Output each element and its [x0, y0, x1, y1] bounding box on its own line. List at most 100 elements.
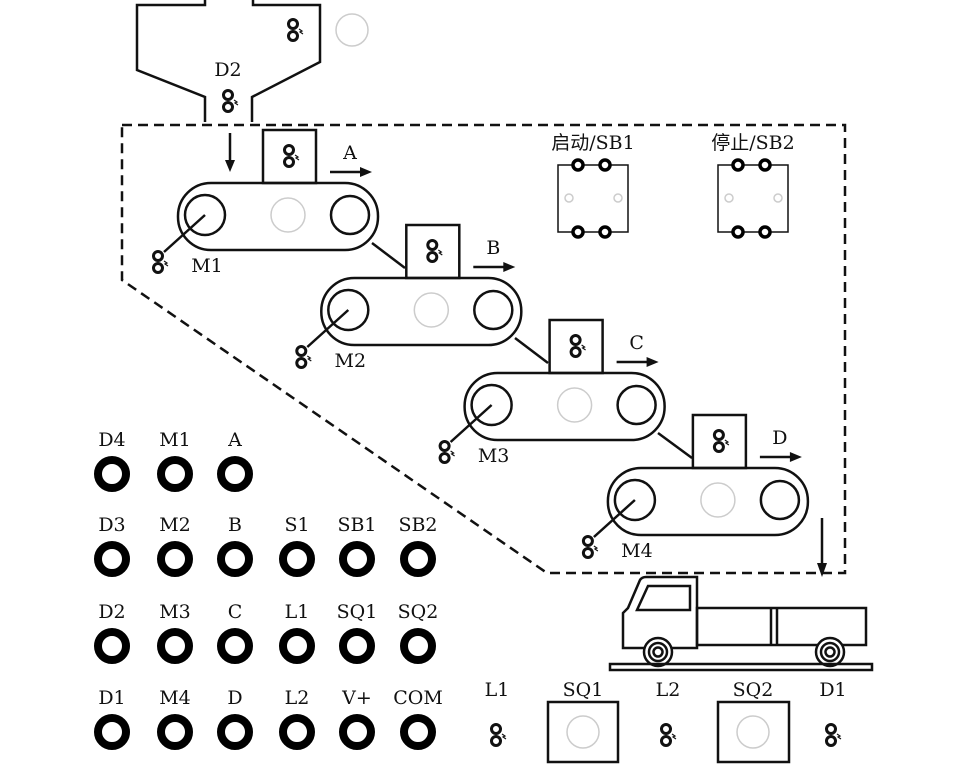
wheel — [642, 636, 674, 668]
terminal-label: L1 — [285, 601, 310, 623]
l1-label: L1 — [485, 679, 510, 701]
terminal-jack[interactable] — [339, 628, 375, 664]
sq2-label: SQ2 — [733, 679, 774, 701]
terminal-jack[interactable] — [157, 628, 193, 664]
truck — [608, 575, 874, 672]
switch-terminal[interactable] — [758, 158, 772, 172]
switch-terminal[interactable] — [758, 225, 772, 239]
conveyor-lamp-box — [405, 223, 461, 280]
terminal-d3[interactable]: D3 — [94, 514, 130, 577]
terminal-m1[interactable]: M1 — [157, 429, 193, 492]
terminal-vplus[interactable]: V+ — [339, 687, 375, 750]
switch-sb1[interactable]: 启动/SB1 — [551, 132, 635, 239]
terminal-d2[interactable]: D2 — [94, 601, 130, 664]
terminal-a[interactable]: A — [217, 429, 253, 492]
terminal-l1[interactable]: L1 — [279, 601, 315, 664]
switch-terminal[interactable] — [598, 158, 612, 172]
sq1-sensor — [546, 700, 620, 764]
platform — [608, 662, 874, 672]
terminal-jack[interactable] — [339, 541, 375, 577]
terminal-jack[interactable] — [94, 456, 130, 492]
direction-label: A — [342, 142, 357, 164]
switch-label: 停止/SB2 — [711, 132, 794, 154]
terminal-jack[interactable] — [94, 714, 130, 750]
terminal-jack[interactable] — [217, 714, 253, 750]
terminal-label: M2 — [159, 514, 191, 536]
terminal-label: D3 — [98, 514, 125, 536]
terminal-d[interactable]: D — [217, 687, 253, 750]
switch-terminal[interactable] — [731, 225, 745, 239]
terminal-m2[interactable]: M2 — [157, 514, 193, 577]
motor-label: M4 — [621, 540, 653, 562]
terminal-jack[interactable] — [217, 456, 253, 492]
motor-lamp-icon — [152, 250, 170, 274]
terminal-sq2[interactable]: SQ2 — [398, 601, 439, 664]
terminal-label: M1 — [159, 429, 191, 451]
bottom-devices: L1 SQ1 L2 SQ2 D1 — [485, 679, 847, 764]
terminal-label: D4 — [98, 429, 125, 451]
terminal-jack[interactable] — [157, 456, 193, 492]
direction-label: B — [486, 237, 500, 259]
l2-label: L2 — [656, 679, 681, 701]
switch-terminal[interactable] — [731, 158, 745, 172]
motor-label: M2 — [335, 350, 367, 372]
terminal-jack[interactable] — [400, 541, 436, 577]
terminal-com[interactable]: COM — [393, 687, 443, 750]
terminal-m4[interactable]: M4 — [157, 687, 193, 750]
terminal-jack[interactable] — [157, 541, 193, 577]
conveyor-2: B M2 — [295, 223, 523, 372]
terminal-sq1[interactable]: SQ1 — [337, 601, 378, 664]
terminal-c[interactable]: C — [217, 601, 253, 664]
terminal-jack[interactable] — [157, 714, 193, 750]
output-arrow-icon — [817, 518, 827, 577]
terminal-s1[interactable]: S1 — [279, 514, 315, 577]
terminal-jack[interactable] — [94, 541, 130, 577]
switch-terminal[interactable] — [571, 225, 585, 239]
wheel — [814, 636, 846, 668]
lamp-icon — [287, 18, 305, 42]
drive-roller — [327, 288, 370, 332]
direction-label: D — [772, 427, 787, 449]
terminal-m3[interactable]: M3 — [157, 601, 193, 664]
terminal-d1[interactable]: D1 — [94, 687, 130, 750]
terminal-label: SQ2 — [398, 601, 439, 623]
terminal-jack[interactable] — [94, 628, 130, 664]
terminal-jack[interactable] — [400, 628, 436, 664]
switch-sb2[interactable]: 停止/SB2 — [711, 132, 795, 239]
drive-roller — [470, 383, 513, 427]
terminal-jack[interactable] — [279, 541, 315, 577]
idler-roller — [616, 384, 657, 426]
drive-roller — [183, 193, 227, 237]
terminal-sb2[interactable]: SB2 — [398, 514, 438, 577]
terminal-jack[interactable] — [279, 628, 315, 664]
terminal-jack[interactable] — [217, 541, 253, 577]
idler-roller — [329, 194, 371, 236]
conveyor-4: D M4 — [581, 413, 810, 562]
terminal-b[interactable]: B — [217, 514, 253, 577]
sq2-sensor — [716, 700, 791, 764]
switch-terminal[interactable] — [598, 225, 612, 239]
lamp-icon — [426, 239, 444, 263]
motor-lamp-icon — [581, 535, 600, 559]
terminal-label: S1 — [284, 514, 309, 536]
conveyor-lamp-box — [548, 318, 604, 375]
conveyor-belt — [463, 371, 666, 442]
terminal-jack[interactable] — [339, 714, 375, 750]
terminal-sb1[interactable]: SB1 — [337, 514, 377, 577]
terminal-jack[interactable] — [279, 714, 315, 750]
drive-roller — [613, 478, 657, 522]
terminal-label: SB1 — [337, 514, 376, 536]
motor-label: M3 — [478, 445, 510, 467]
idler-roller — [759, 479, 801, 521]
terminal-jack[interactable] — [400, 714, 436, 750]
motor-lamp-icon — [438, 440, 457, 464]
terminal-label: SQ1 — [337, 601, 378, 623]
terminal-l2[interactable]: L2 — [279, 687, 315, 750]
terminal-d4[interactable]: D4 — [94, 429, 130, 492]
lamp-icon — [222, 89, 240, 113]
lamp-icon — [660, 723, 678, 747]
switch-terminal[interactable] — [571, 158, 585, 172]
terminal-jack[interactable] — [217, 628, 253, 664]
conveyor-3: CM3 — [438, 318, 666, 467]
motor-lamp-icon — [295, 345, 313, 369]
